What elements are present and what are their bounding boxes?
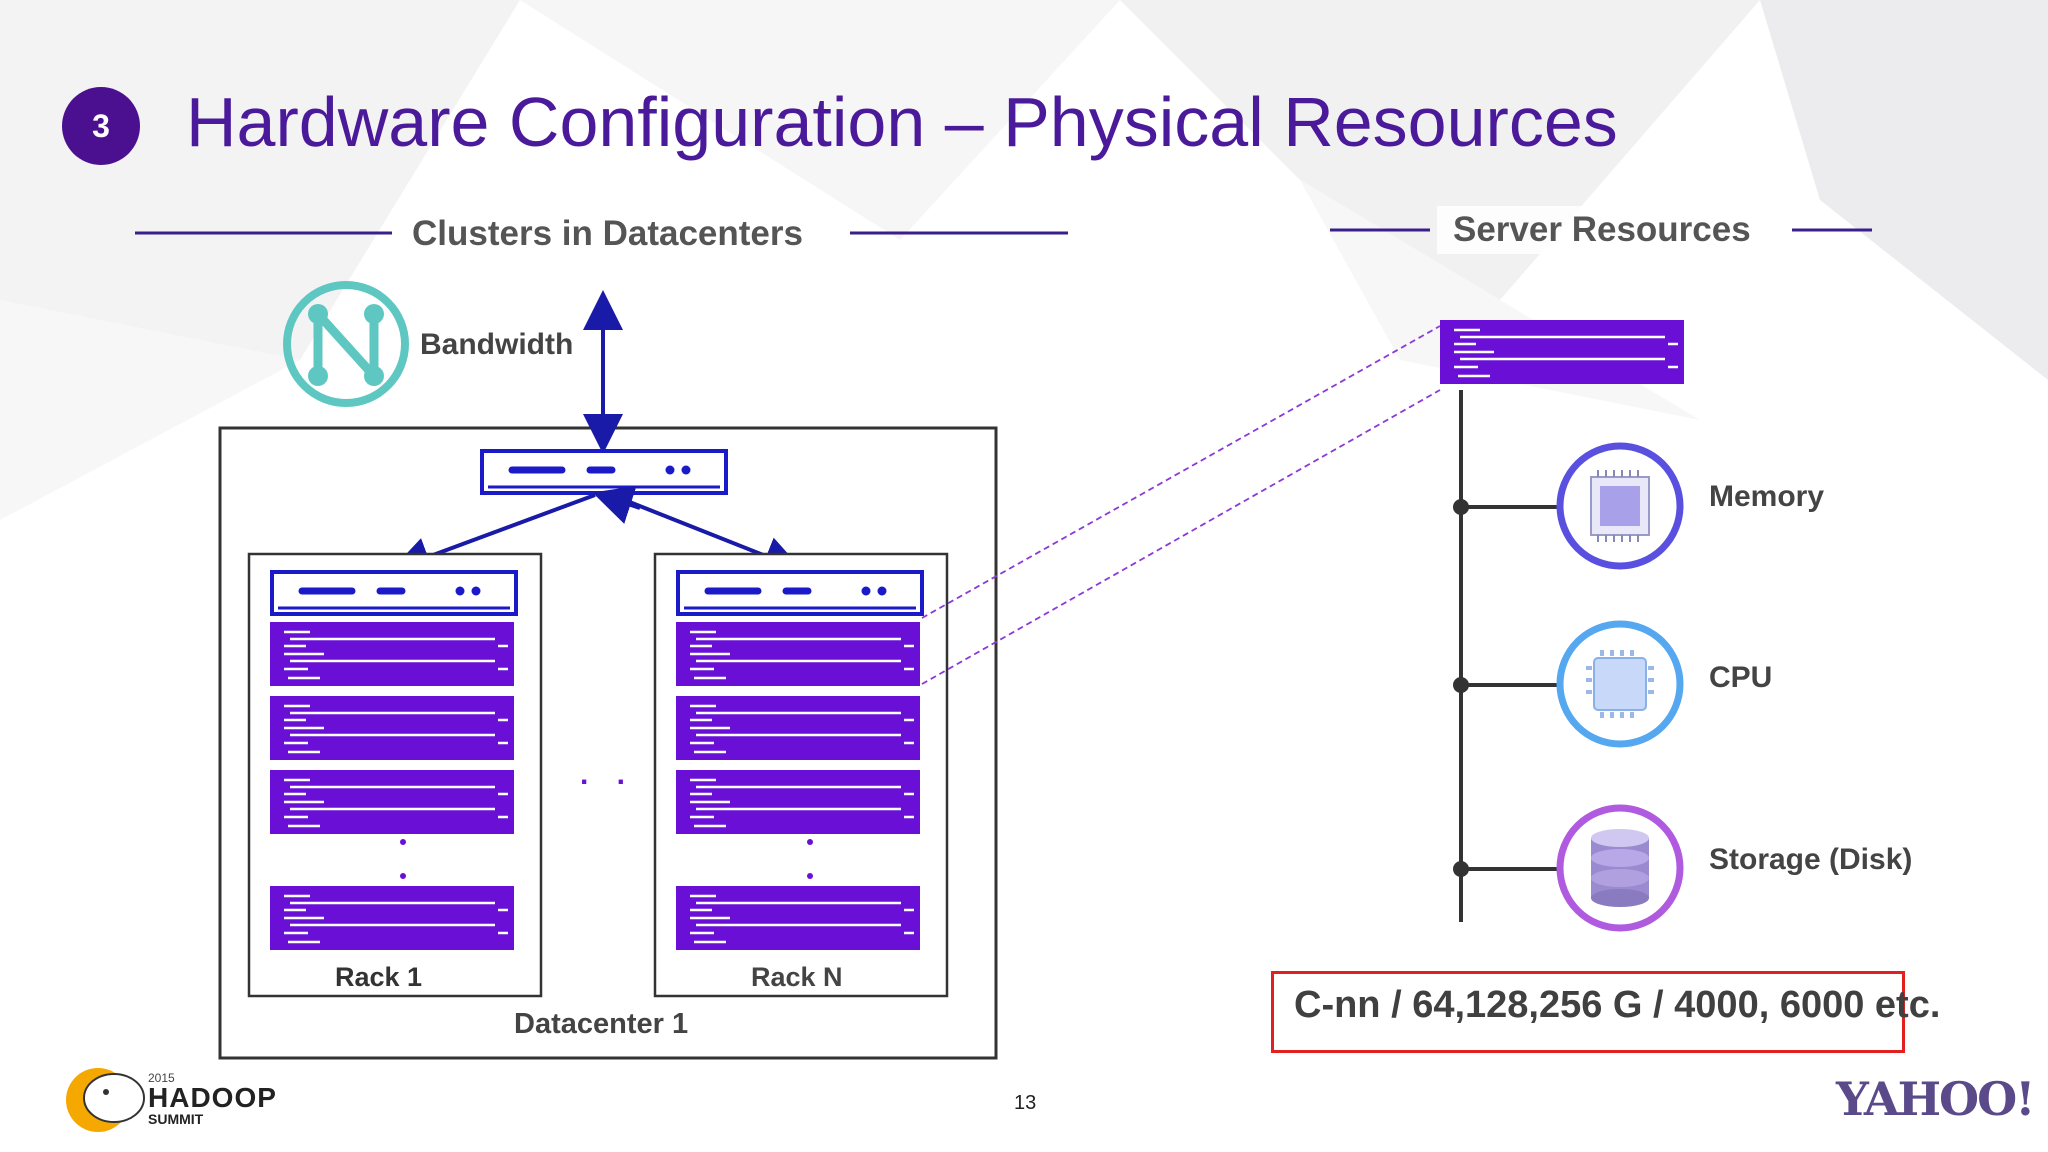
slide-title: Hardware Configuration – Physical Resour…: [186, 83, 1618, 161]
cpu-icon: [1556, 620, 1684, 748]
rack-1-label: Rack 1: [335, 962, 423, 992]
section-label-clusters: Clusters in Datacenters: [396, 210, 819, 258]
rack-n-server: [674, 884, 922, 952]
core-switch: [482, 451, 726, 493]
resource-label-storage: Storage (Disk): [1709, 843, 1913, 876]
rack-1-server: [268, 768, 516, 836]
database-icon: [1556, 804, 1684, 932]
hadoop-year: 2015: [148, 1071, 175, 1085]
rack-n-label: Rack N: [751, 962, 843, 992]
network-bandwidth-icon: [283, 281, 409, 407]
hadoop-summit-word: SUMMIT: [148, 1111, 204, 1127]
ellipsis-between-racks: . .: [580, 758, 636, 791]
rack-1-switch: [272, 572, 516, 614]
rack-n-server: [674, 694, 922, 762]
capacity-text: C-nn / 64,128,256 G / 4000, 6000 etc.: [1294, 984, 1941, 1026]
server-enlarged: [1438, 318, 1686, 386]
hadoop-name: HADOOP: [148, 1082, 277, 1113]
page-number: 13: [1014, 1092, 1037, 1114]
rack-n-server: [674, 620, 922, 688]
slide-number-badge: 3: [62, 87, 140, 165]
section-label-server: Server Resources: [1437, 206, 1767, 254]
rack-n-server: [674, 768, 922, 836]
rack-n-switch: [678, 572, 922, 614]
memory-chip-icon: [1556, 442, 1684, 570]
rack-1-server: [268, 884, 516, 952]
capacity-highlight-box: [1271, 971, 1905, 1053]
rack-1-server: [268, 620, 516, 688]
resource-label-memory: Memory: [1709, 480, 1825, 513]
bandwidth-label: Bandwidth: [420, 328, 574, 361]
resource-label-cpu: CPU: [1709, 661, 1773, 694]
rack-1-server: [268, 694, 516, 762]
yahoo-logo: YAHOO!: [1836, 1072, 2035, 1126]
datacenter-label: Datacenter 1: [514, 1008, 689, 1040]
